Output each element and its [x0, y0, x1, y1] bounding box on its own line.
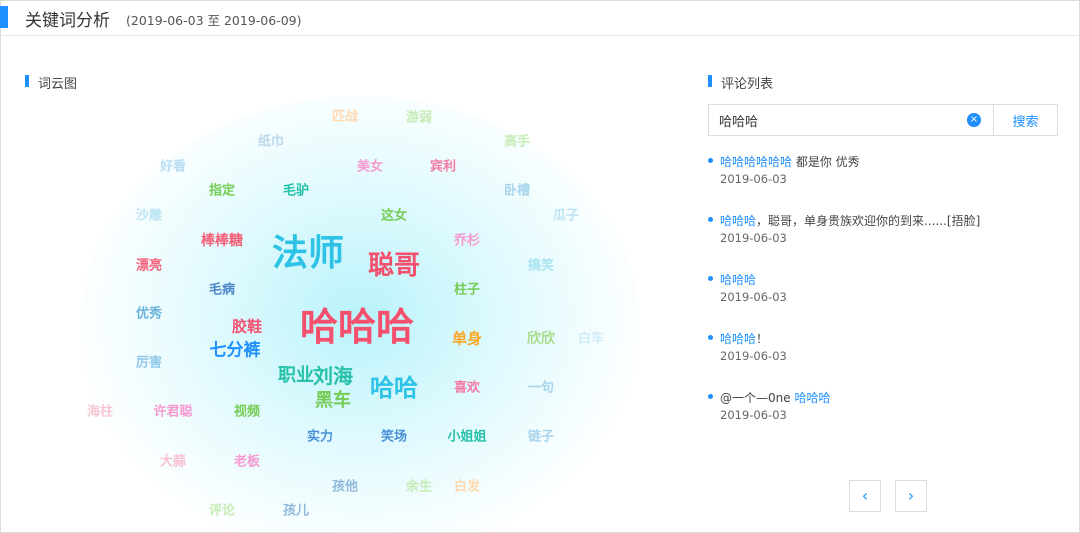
bullet-icon [708, 217, 713, 222]
cloud-word: 漂亮 [135, 258, 163, 274]
bullet-icon [708, 394, 713, 399]
cloud-word: 单身 [451, 329, 483, 348]
chevron-left-icon: ‹ [861, 486, 869, 505]
cloud-word: 喜欢 [453, 380, 481, 396]
comment-keyword[interactable]: 哈哈哈 [720, 214, 757, 228]
header-divider [0, 35, 1080, 36]
clear-icon[interactable]: × [967, 113, 981, 127]
comment-keyword[interactable]: 哈哈哈 [720, 332, 757, 346]
cloud-word: 柱子 [453, 282, 481, 298]
cloud-word: 搞笑 [527, 258, 555, 274]
cloud-word: 一句 [527, 380, 555, 396]
cloud-word: 笑场 [380, 429, 408, 445]
cloud-word: 厉害 [135, 355, 163, 371]
comment-prefix: @一个—0ne [720, 391, 795, 405]
comment-keyword[interactable]: 哈哈哈 [720, 273, 757, 287]
cloud-word: 老板 [233, 454, 261, 470]
cloud-word: 职业 [278, 365, 314, 386]
cloud-word: 海柱 [86, 404, 114, 420]
cloud-word: 胶鞋 [231, 317, 263, 336]
comment-text: 哈哈哈 [720, 271, 756, 288]
comment-date: 2019-06-03 [720, 290, 787, 304]
cloud-word: 纸巾 [257, 134, 285, 150]
cloud-word: 哈哈 [370, 374, 418, 402]
cloud-word: 链子 [527, 429, 555, 445]
comment-text: @一个—0ne 哈哈哈 [720, 389, 830, 406]
next-page-button[interactable]: › [895, 480, 927, 512]
header-accent-bar [0, 6, 8, 28]
cloud-word: 好看 [159, 159, 187, 175]
cloud-word: 余生 [405, 479, 433, 495]
comment-text: 哈哈哈！ [720, 330, 768, 347]
comment-search-box: × 搜索 [708, 104, 1058, 136]
search-button[interactable]: 搜索 [993, 105, 1057, 135]
comments-title: 评论列表 [721, 77, 774, 92]
comment-body: 都是你 优秀 [792, 155, 860, 169]
comment-text: 哈哈哈，聪哥，单身贵族欢迎你的到来......[捂脸] [720, 212, 980, 229]
cloud-word: 游弱 [405, 110, 433, 126]
comment-date: 2019-06-03 [720, 349, 787, 363]
cloud-word: 七分裤 [209, 340, 261, 361]
cloud-word: 美女 [356, 159, 384, 175]
cloud-word: 毛病 [208, 282, 236, 298]
cloud-word: 匹战 [331, 109, 359, 125]
cloud-word: 高手 [503, 134, 531, 150]
comment-date: 2019-06-03 [720, 408, 787, 422]
comment-date: 2019-06-03 [720, 172, 787, 186]
cloud-word: 小姐姐 [447, 429, 487, 445]
comment-body: ！ [756, 332, 769, 346]
cloud-word: 沙雕 [135, 208, 163, 224]
comment-text: 哈哈哈哈哈哈 都是你 优秀 [720, 153, 860, 170]
cloud-word: 毛驴 [282, 183, 310, 199]
comment-body: ，聪哥，单身贵族欢迎你的到来......[捂脸] [756, 214, 981, 228]
chevron-right-icon: › [907, 486, 915, 505]
word-cloud: 匹战 游弱纸巾 高手好看 美女 宾利指定 毛驴 卧槽沙雕 这女 瓜子棒棒糖 法师聪哥 乔杉漂亮 搞笑毛… [70, 96, 650, 533]
bullet-icon [708, 335, 713, 340]
cloud-word: 白车 [577, 331, 605, 347]
cloud-word: 聪哥 [367, 251, 421, 281]
date-range: (2019-06-03 至 2019-06-09) [126, 13, 302, 28]
comment-keyword[interactable]: 哈哈哈哈哈哈 [720, 155, 793, 169]
cloud-word: 哈哈哈 [299, 305, 415, 349]
cloud-word: 棒棒糖 [201, 233, 243, 249]
page-title: 关键词分析 [25, 11, 110, 31]
wordcloud-title: 词云图 [38, 77, 78, 92]
cloud-word: 孩儿 [282, 503, 310, 519]
cloud-word: 许君聪 [153, 404, 193, 420]
bullet-icon [708, 158, 713, 163]
wordcloud-section-marker [25, 75, 29, 87]
comment-date: 2019-06-03 [720, 231, 787, 245]
bullet-icon [708, 276, 713, 281]
cloud-word: 这女 [380, 208, 408, 224]
cloud-word: 大蒜 [159, 454, 187, 470]
cloud-word: 实力 [306, 429, 334, 445]
cloud-word: 刘海 [313, 364, 353, 388]
cloud-word: 黑车 [315, 390, 351, 411]
cloud-word: 卧槽 [503, 183, 531, 199]
cloud-word: 视频 [233, 404, 261, 420]
cloud-word: 优秀 [135, 306, 163, 322]
cloud-word: 法师 [271, 233, 345, 274]
comment-search-input[interactable] [709, 105, 959, 135]
prev-page-button[interactable]: ‹ [849, 480, 881, 512]
cloud-word: 评论 [208, 503, 236, 519]
comment-keyword[interactable]: 哈哈哈 [794, 391, 831, 405]
cloud-word: 指定 [208, 183, 236, 199]
cloud-word: 欣欣 [527, 331, 555, 347]
cloud-word: 宾利 [429, 159, 457, 175]
cloud-word: 白发 [453, 479, 481, 495]
cloud-word: 瓜子 [552, 208, 580, 224]
comments-section-marker [708, 75, 712, 87]
cloud-word: 孩他 [331, 479, 359, 495]
cloud-glow [80, 96, 640, 533]
cloud-word: 乔杉 [453, 233, 481, 249]
